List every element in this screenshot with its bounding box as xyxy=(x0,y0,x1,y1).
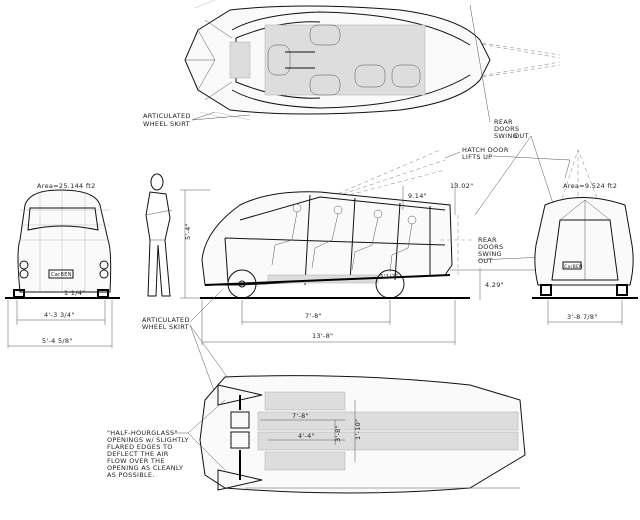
front-width-dim: 5'-4 5/8" xyxy=(42,337,73,345)
length-dim: 13'-8" xyxy=(312,332,333,340)
label-hatch-2: LIFTS UP xyxy=(462,153,492,161)
rear-badge: CarBEN xyxy=(564,264,583,270)
dim-13-02: 13.02" xyxy=(450,182,473,190)
hourglass-note-7: AS POSSIBLE. xyxy=(107,471,155,479)
hourglass-note-1: "HALF-HOURGLASS" xyxy=(107,429,178,437)
label-hatch-1: HATCH DOOR xyxy=(462,146,509,154)
label-rear-doors-top-3: SWING xyxy=(494,132,518,140)
hourglass-note-5: FLOW OVER THE xyxy=(107,457,165,465)
label-wheel-skirt-side-2: WHEEL SKIRT xyxy=(142,323,189,331)
floor-dim: 5'1/2" xyxy=(380,274,398,280)
front-badge: CarBEN xyxy=(51,272,72,278)
front-area: Area=25.144 ft2 xyxy=(37,182,96,190)
top-view: ARTICULATED WHEEL SKIRT REAR DOORS SWING… xyxy=(143,0,561,226)
rear-area: Area=9.524 ft2 xyxy=(563,182,617,190)
label-wheel-skirt-side-1: ARTICULATED xyxy=(142,316,190,324)
hourglass-note-4: DEFLECT THE AIR xyxy=(107,450,169,458)
label-rear-doors-top-1: REAR xyxy=(494,118,513,126)
label-rear-doors-side-3: SWING xyxy=(478,250,502,258)
front-clearance-dim: 1 1/4" xyxy=(64,289,85,297)
front-track-dim: 4'-3 3/4" xyxy=(44,311,75,319)
rear-view: Area=9.524 ft2 CarBEN 3'-8 7/8" xyxy=(532,149,638,325)
bottom-view: 7'-8" 4'-4" 3'-8" 1'-10" "HALF-HOURGLASS… xyxy=(107,375,526,494)
bottom-v1-dim: 3'-8" xyxy=(334,425,342,442)
dim-4-29: 4.29" xyxy=(485,281,504,289)
passenger-figures xyxy=(271,203,417,273)
person-height-dim: 5'-4" xyxy=(184,223,192,240)
seat-outlines xyxy=(267,24,421,96)
human-figure: 5'-4" xyxy=(145,173,210,299)
bottom-len-dim: 7'-8" xyxy=(292,412,309,420)
label-rear-doors-side-1: REAR xyxy=(478,236,497,244)
label-wheel-skirt-top-1: ARTICULATED xyxy=(143,112,191,120)
label-wheel-skirt-top-2: WHEEL SKIRT xyxy=(143,120,190,128)
front-view: Area=25.144 ft2 CarBEN 1 1/4" 4'-3 3/4" … xyxy=(5,182,120,348)
wheelbase-dim: 7'-8" xyxy=(305,312,322,320)
label-rear-doors-top-4: OUT xyxy=(514,132,529,140)
hourglass-note-6: OPENING AS CLEANLY xyxy=(107,464,183,472)
label-rear-doors-side-2: DOORS xyxy=(478,243,503,251)
rear-track-dim: 3'-8 7/8" xyxy=(567,313,598,321)
hourglass-note-2: OPENINGS w/ SLIGHTLY xyxy=(107,436,189,444)
side-view: 9.14" 13.02" 5'1/2" REAR DOORS SWING OUT… xyxy=(142,182,546,476)
label-rear-doors-side-4: OUT xyxy=(478,257,493,265)
dim-9-14: 9.14" xyxy=(408,192,427,200)
bottom-short-dim: 4'-4" xyxy=(298,432,315,440)
bottom-v2-dim: 1'-10" xyxy=(354,419,362,440)
hourglass-note-3: FLARED EDGES TO xyxy=(107,443,173,451)
label-rear-doors-top-2: DOORS xyxy=(494,125,519,133)
